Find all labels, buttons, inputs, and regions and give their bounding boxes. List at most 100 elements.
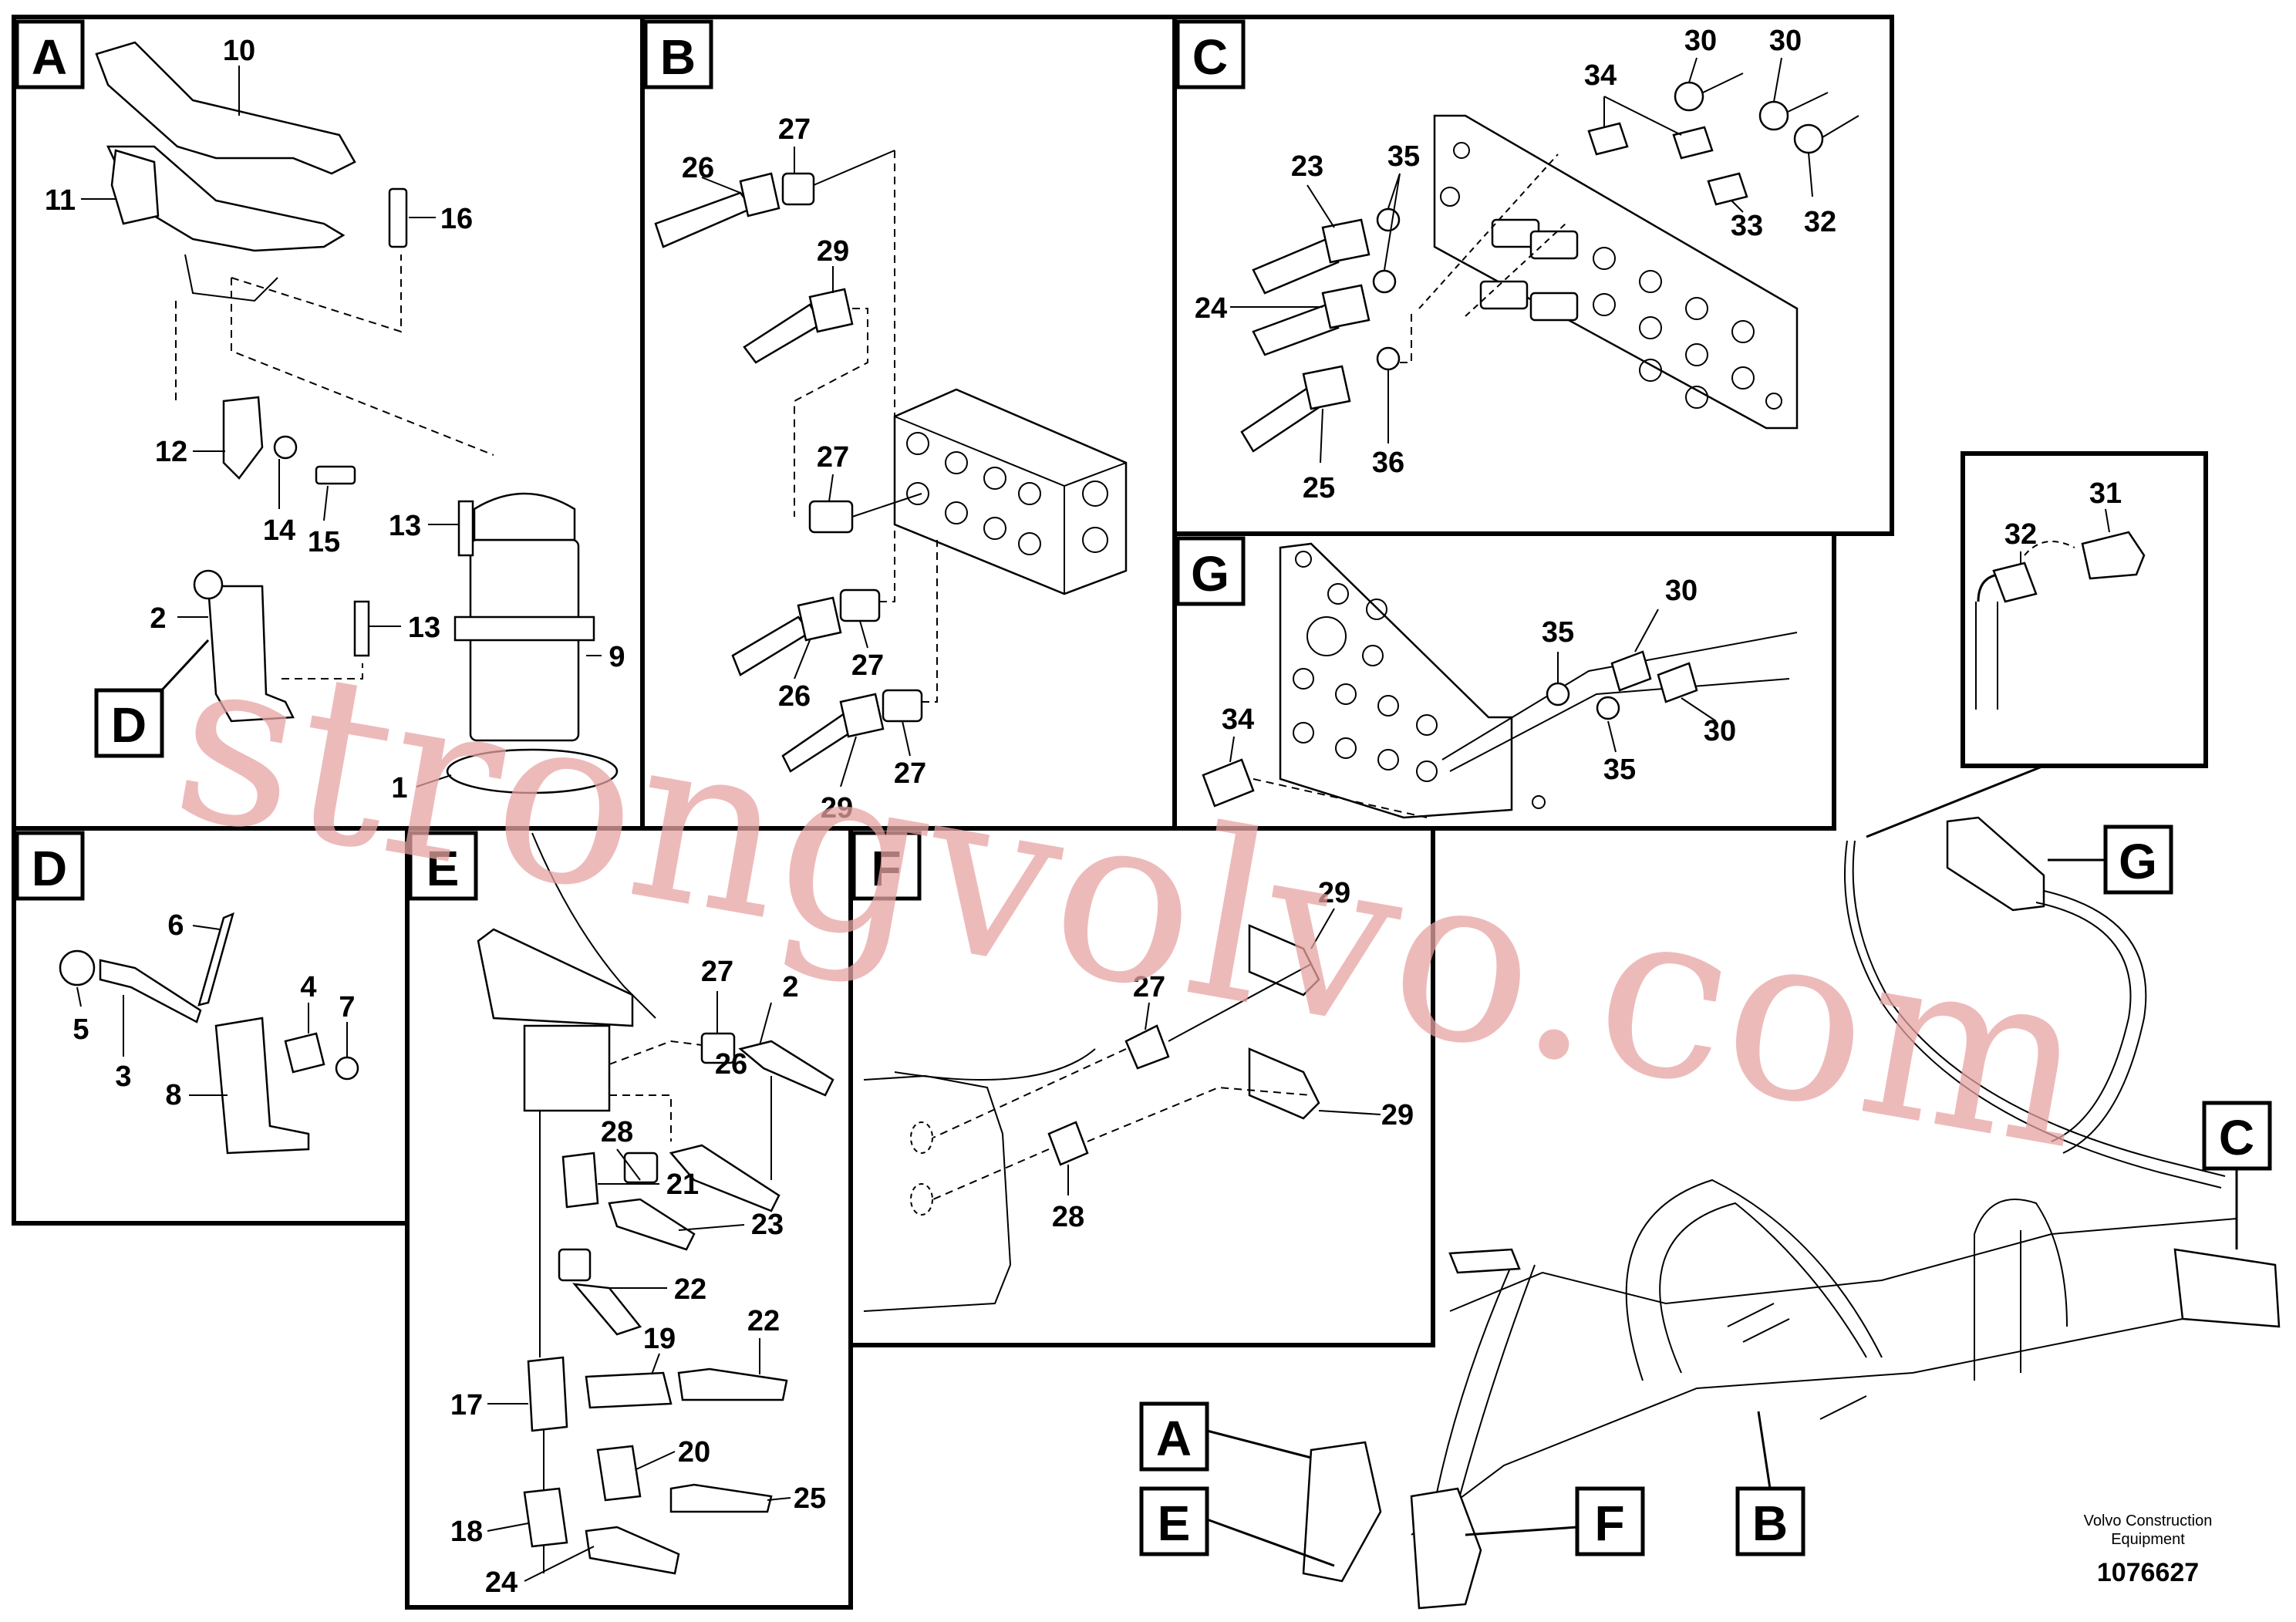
panel-e-label: E bbox=[426, 841, 460, 896]
bolt-16 bbox=[388, 187, 408, 248]
callout-9: 9 bbox=[609, 641, 625, 673]
panel-g-label: G bbox=[1191, 546, 1229, 602]
elbow-22-e bbox=[572, 1283, 642, 1336]
callout-5: 5 bbox=[72, 1013, 89, 1046]
valve-flange bbox=[453, 615, 595, 642]
overview-label-f: F bbox=[1594, 1496, 1624, 1551]
overview-valve-a bbox=[1302, 1441, 1382, 1583]
panel-a-label: A bbox=[32, 29, 67, 85]
callout-12: 12 bbox=[155, 436, 187, 468]
pedal-hinge bbox=[110, 149, 160, 225]
port-f-upper bbox=[910, 1121, 933, 1154]
overview-label-a-box bbox=[1139, 1401, 1209, 1472]
callout-20: 20 bbox=[678, 1436, 710, 1469]
callout-13b: 13 bbox=[408, 612, 440, 644]
hose-nut-25 bbox=[1302, 365, 1351, 410]
hose-nut-26-top bbox=[739, 172, 781, 218]
callout-25: 25 bbox=[1303, 472, 1335, 504]
valve-boot bbox=[473, 492, 576, 541]
leader-29-f-bottom bbox=[1318, 1110, 1381, 1115]
panel-g: G 30 35 34 35 30 bbox=[1172, 531, 1836, 831]
overview-arrow-b bbox=[1757, 1411, 1772, 1489]
dash-31-32 bbox=[2024, 541, 2075, 556]
hose-23 bbox=[1252, 238, 1340, 295]
bolt-13-upper bbox=[457, 500, 474, 557]
dash-27-lower bbox=[879, 524, 895, 602]
leader-30b-g bbox=[1681, 697, 1717, 722]
overview-arrow-f bbox=[1465, 1526, 1578, 1536]
callout-29-f-top: 29 bbox=[1318, 877, 1350, 909]
overview-hose-loop-3 bbox=[1974, 1199, 2068, 1327]
overview-valve-f bbox=[1410, 1487, 1482, 1610]
leader-35 bbox=[1384, 173, 1401, 271]
pedal-lower bbox=[106, 145, 346, 252]
panel-b: B bbox=[640, 15, 1177, 831]
callout-10: 10 bbox=[223, 35, 255, 67]
overview-label-c-box bbox=[2202, 1101, 2272, 1171]
panel-d: D 6 5 3 4 7 8 bbox=[12, 826, 410, 1226]
nut-32 bbox=[1793, 123, 1824, 154]
dash-28-e bbox=[609, 1094, 672, 1141]
panel-e-label-box bbox=[408, 831, 478, 901]
hose-nut-29-top bbox=[808, 288, 854, 333]
bulkhead-fitting-2 bbox=[1529, 230, 1579, 260]
leader-5 bbox=[76, 986, 82, 1007]
detail-leader bbox=[1866, 764, 2045, 838]
washer-36 bbox=[1376, 346, 1401, 371]
nut-30a bbox=[1674, 81, 1704, 112]
dash-29-top bbox=[794, 308, 868, 517]
dash-34-g bbox=[1253, 778, 1428, 818]
bulkhead-fitting-3 bbox=[1479, 280, 1529, 310]
overview-label-f-box bbox=[1575, 1486, 1645, 1556]
bolt-15 bbox=[315, 465, 356, 485]
dash-28-f bbox=[932, 1148, 1050, 1200]
pin-6 bbox=[197, 912, 234, 1007]
overview-hose-loop-2 bbox=[1625, 1179, 1883, 1381]
hose-nut-23 bbox=[1321, 218, 1371, 264]
leader-25-e bbox=[767, 1497, 791, 1501]
adapter-28-f bbox=[1047, 1121, 1089, 1166]
manifold-ports bbox=[906, 432, 1108, 555]
callout-31: 31 bbox=[2089, 477, 2122, 510]
valve-housing-f bbox=[863, 1074, 1012, 1312]
tee-21 bbox=[561, 1152, 599, 1209]
housing-top-f bbox=[894, 1048, 1096, 1081]
panel-c: C bbox=[1172, 15, 1894, 536]
detail-d-ref-box bbox=[94, 688, 164, 758]
leader-32 bbox=[1808, 152, 1813, 197]
hose-26-top bbox=[654, 191, 754, 248]
callout-27c: 27 bbox=[851, 649, 884, 682]
hose-stubs-c bbox=[1702, 73, 1859, 138]
manifold-block bbox=[893, 388, 1128, 595]
watermark: strongvolvo.com bbox=[158, 601, 2106, 1201]
callout-32: 32 bbox=[1804, 206, 1836, 238]
line-27-top bbox=[813, 150, 895, 186]
overview-label-e-box bbox=[1139, 1486, 1209, 1556]
hose-29-top bbox=[743, 303, 823, 364]
callout-15: 15 bbox=[308, 526, 340, 558]
overview-hose-2 bbox=[1852, 840, 2226, 1177]
leader-25 bbox=[1320, 408, 1323, 464]
callout-2-e: 2 bbox=[782, 971, 798, 1003]
callout-23: 23 bbox=[1291, 150, 1323, 183]
callout-27-f: 27 bbox=[1133, 971, 1165, 1003]
seal-1 bbox=[446, 748, 619, 794]
fitting-22-e bbox=[558, 1248, 592, 1282]
overview-assembly: A E F B C G bbox=[1139, 816, 2281, 1610]
overview-label-e: E bbox=[1158, 1496, 1191, 1551]
dash-27-e bbox=[609, 1040, 703, 1065]
valve-top-e bbox=[477, 928, 634, 1027]
callout-27-e: 27 bbox=[701, 956, 733, 988]
adapter-27-mid bbox=[808, 500, 854, 534]
leader-15 bbox=[323, 485, 329, 521]
union-33 bbox=[1707, 172, 1748, 206]
hose-nut-24 bbox=[1321, 284, 1371, 329]
panel-b-label: B bbox=[660, 29, 696, 85]
caption-line1: Volvo Construction bbox=[2084, 1512, 2213, 1529]
callout-28-e: 28 bbox=[601, 1116, 633, 1148]
hose-nut-30a-g bbox=[1610, 650, 1652, 692]
callout-7: 7 bbox=[339, 991, 355, 1023]
leader-28-e bbox=[616, 1148, 641, 1181]
leader-18 bbox=[487, 1523, 529, 1532]
leader-27-f bbox=[1145, 1002, 1150, 1030]
